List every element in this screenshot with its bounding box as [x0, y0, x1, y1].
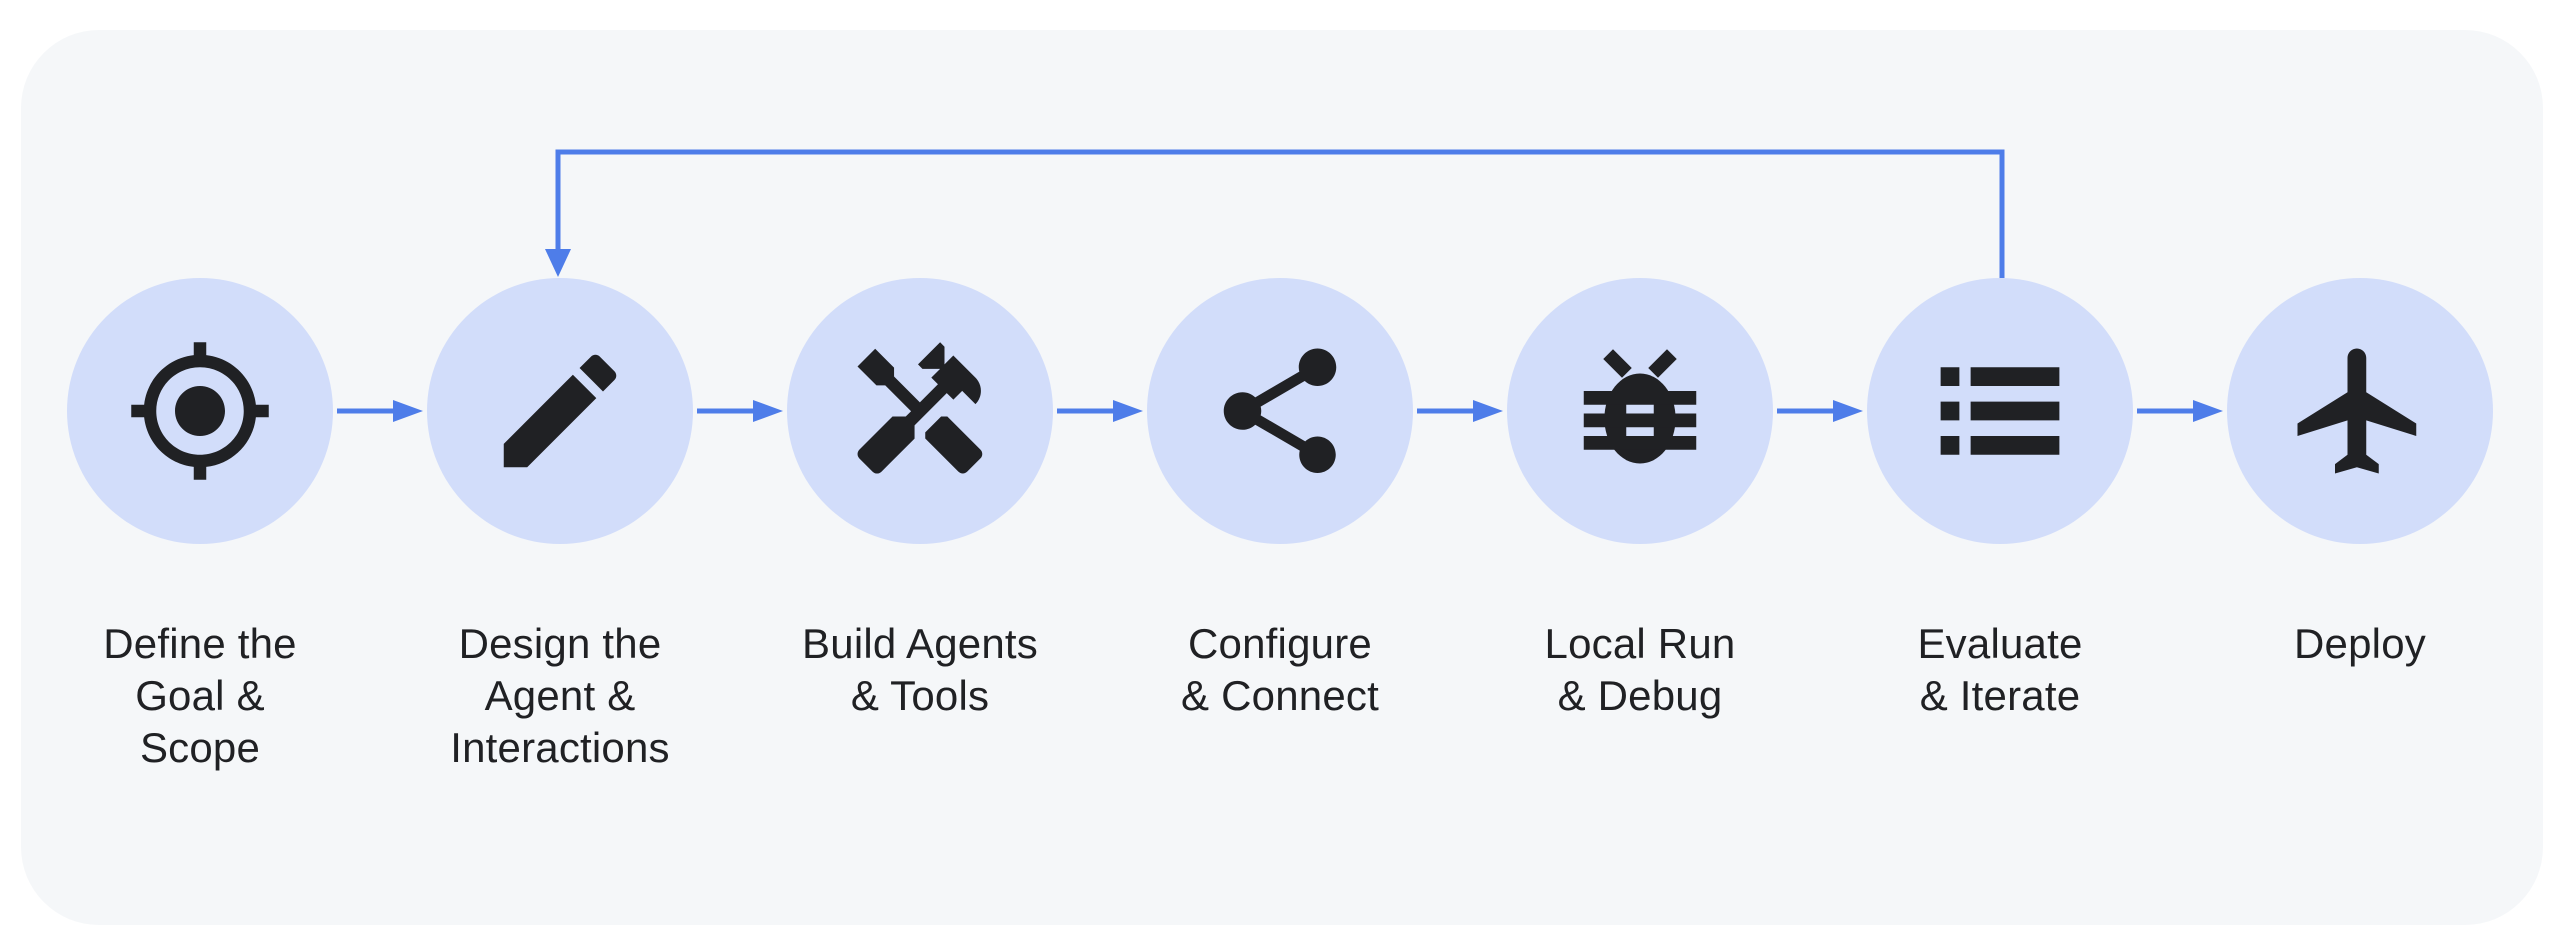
airplane-icon	[2297, 348, 2417, 474]
list-icon	[1940, 367, 2060, 455]
flow-node-deploy	[2227, 278, 2493, 544]
flow-node-build	[787, 278, 1053, 544]
node-label-define: Define the Goal & Scope	[103, 620, 297, 771]
flow-node-design	[427, 278, 693, 544]
bug-icon	[1583, 349, 1697, 464]
node-label-build: Build Agents & Tools	[802, 620, 1038, 719]
flow-node-configure	[1147, 278, 1413, 544]
target-icon	[131, 342, 269, 480]
node-label-deploy: Deploy	[2294, 620, 2426, 667]
tools-icon	[857, 342, 983, 474]
flow-node-local-run	[1507, 278, 1773, 544]
pencil-icon	[503, 354, 617, 468]
flow-node-evaluate	[1867, 278, 2133, 544]
flow-node-define	[67, 278, 333, 544]
share-icon	[1223, 348, 1337, 473]
node-label-local-run: Local Run & Debug	[1544, 620, 1736, 719]
node-label-evaluate: Evaluate & Iterate	[1917, 620, 2083, 719]
node-label-configure: Configure & Connect	[1181, 620, 1379, 719]
node-label-design: Design the Agent & Interactions	[450, 620, 670, 771]
